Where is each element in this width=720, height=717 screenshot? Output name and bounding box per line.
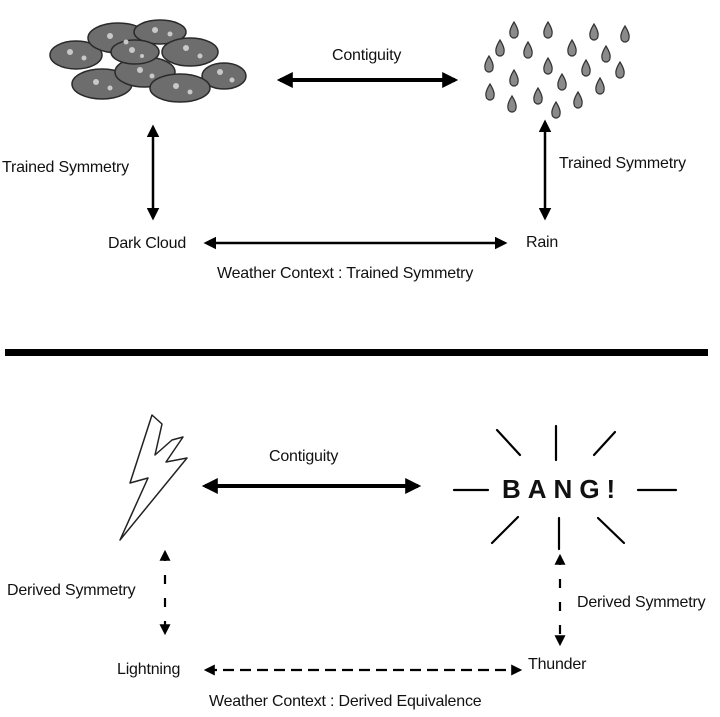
lightning-bolt-icon [119, 414, 188, 541]
thunder-label: Thunder [528, 656, 587, 673]
bang-burst [452, 424, 678, 551]
bottom-right-symmetry-label: Derived Symmetry [577, 594, 706, 611]
bottom-contiguity-label: Contiguity [269, 448, 339, 465]
bottom-left-symmetry-label: Derived Symmetry [7, 582, 136, 599]
top-right-symmetry-label: Trained Symmetry [559, 155, 686, 172]
bang-text: BANG! [502, 474, 623, 504]
top-context-label: Weather Context : Trained Symmetry [217, 265, 474, 282]
top-left-symmetry-label: Trained Symmetry [2, 159, 129, 176]
raindrops-icon [484, 20, 630, 119]
rain-label: Rain [526, 234, 559, 251]
dark-cloud-label: Dark Cloud [108, 235, 187, 252]
top-contiguity-label: Contiguity [332, 47, 402, 64]
section-divider [5, 349, 708, 356]
storm-cloud-icon [49, 19, 247, 103]
lightning-label: Lightning [117, 661, 181, 678]
bottom-context-label: Weather Context : Derived Equivalence [209, 693, 482, 710]
